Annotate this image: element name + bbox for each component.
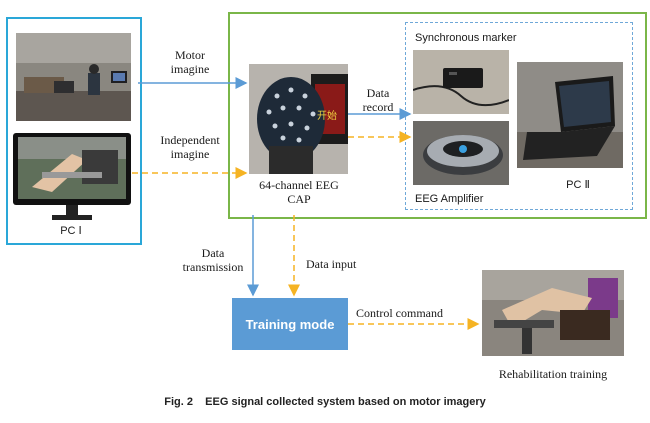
motor-imagine-line2: imagine xyxy=(170,62,210,76)
sync-marker-label: Synchronous marker xyxy=(415,32,517,44)
data-record-line1: Data xyxy=(366,86,390,100)
acquisition-group-box xyxy=(228,12,647,219)
motor-imagine-label: Motor imagine xyxy=(160,48,220,76)
training-mode-label: Training mode xyxy=(245,316,335,332)
data-record-label: Data record xyxy=(356,86,400,114)
monitor-photo xyxy=(12,132,132,224)
eeg-amplifier-label: EEG Amplifier xyxy=(415,193,484,205)
pc2-laptop-photo xyxy=(517,62,623,168)
training-mode-box: Training mode xyxy=(232,298,348,350)
independent-imagine-label: Independent imagine xyxy=(148,133,232,161)
lab-scene-photo xyxy=(16,33,131,121)
eeg-amplifier-photo xyxy=(413,121,509,185)
eeg-cap-photo: 开始 xyxy=(249,64,348,174)
figure-caption: Fig. 2 EEG signal collected system based… xyxy=(164,396,486,408)
rehab-label: Rehabilitation training xyxy=(498,367,608,381)
data-record-line2: record xyxy=(362,100,394,114)
independent-imagine-line1: Independent xyxy=(160,133,220,147)
rehab-photo xyxy=(482,270,624,356)
control-command-label: Control command xyxy=(356,306,443,320)
motor-imagine-line1: Motor xyxy=(175,48,205,62)
independent-imagine-line2: imagine xyxy=(170,147,210,161)
data-transmission-label: Data transmission xyxy=(176,246,250,274)
data-transmission-line1: Data xyxy=(201,246,225,260)
screen-text: 开始 xyxy=(317,111,337,122)
eeg-cap-label: 64-channel EEG CAP xyxy=(248,178,350,206)
sync-marker-photo xyxy=(413,50,509,114)
pc1-group-box xyxy=(6,17,142,245)
data-input-label: Data input xyxy=(306,257,357,271)
eeg-cap-line1: 64-channel EEG xyxy=(259,178,339,192)
pc2-label: PC Ⅱ xyxy=(566,179,590,191)
eeg-cap-line2: CAP xyxy=(287,192,311,206)
data-transmission-line2: transmission xyxy=(182,260,244,274)
pc1-label: PC Ⅰ xyxy=(60,225,82,237)
